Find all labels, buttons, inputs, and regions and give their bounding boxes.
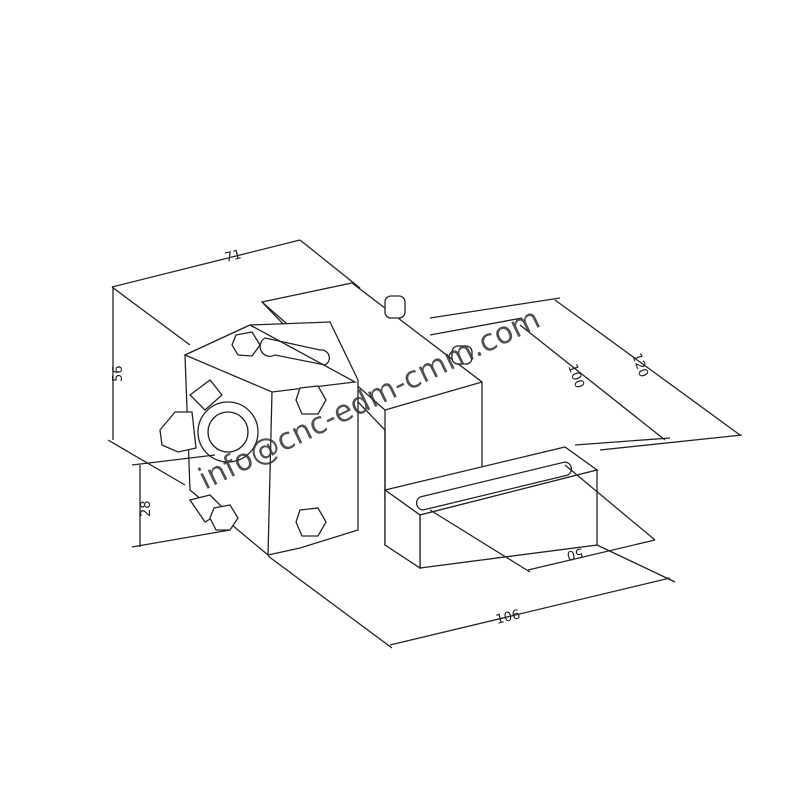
hex-nut bbox=[231, 331, 261, 357]
base-slot bbox=[415, 461, 573, 511]
clamp-jaw bbox=[159, 411, 197, 453]
hex-nut bbox=[295, 507, 327, 537]
dim-100: 100 bbox=[564, 362, 587, 390]
rear-pin bbox=[384, 295, 406, 319]
dim-56: 56 bbox=[111, 365, 126, 382]
dim-50: 50 bbox=[565, 544, 585, 563]
dimension-lines bbox=[107, 239, 743, 649]
dim-106: 106 bbox=[494, 607, 522, 628]
dim-28: 28 bbox=[139, 500, 154, 517]
dim-71: 71 bbox=[223, 247, 243, 266]
rear-pin bbox=[451, 345, 473, 365]
dim-120: 120 bbox=[628, 351, 651, 379]
flange-block bbox=[159, 321, 359, 556]
base-foot bbox=[383, 446, 599, 570]
hex-nut bbox=[295, 385, 327, 415]
center-bore bbox=[197, 401, 259, 463]
clamp-jaw bbox=[189, 379, 223, 411]
